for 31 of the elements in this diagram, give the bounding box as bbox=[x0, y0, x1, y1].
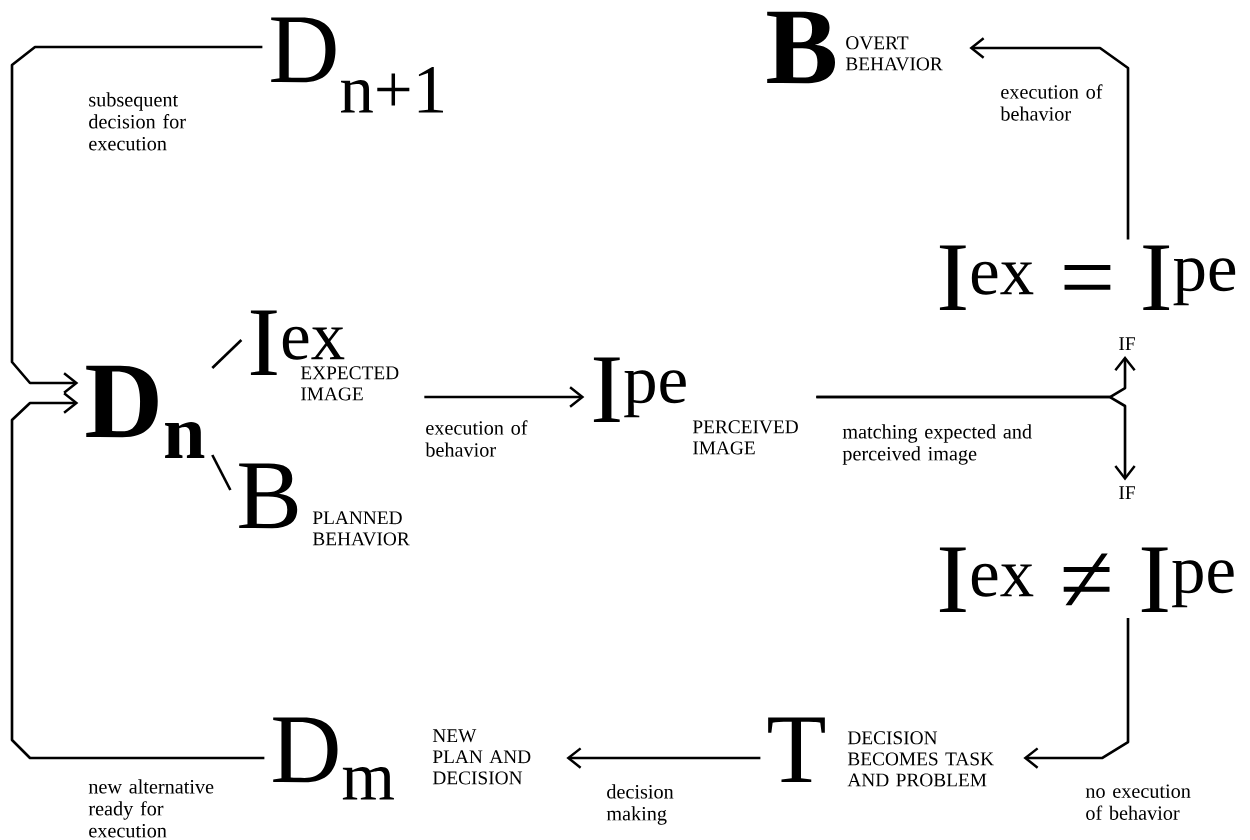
edge-label: execution of behavior bbox=[1000, 84, 1103, 121]
arrow bbox=[10, 392, 265, 760]
caption-text: EXPECTED IMAGE bbox=[300, 366, 399, 401]
caption-text: NEW PLAN AND DECISION bbox=[432, 729, 531, 785]
arrow bbox=[1023, 618, 1130, 769]
edge-label: no execution of behavior bbox=[1085, 784, 1191, 820]
caption-text: OVERT BEHAVIOR bbox=[845, 36, 943, 71]
symbol: I$^{ex}$ ≠ I$^{pe}$ bbox=[939, 547, 1234, 612]
symbol: B bbox=[239, 463, 298, 529]
caption-text: IF bbox=[1119, 486, 1135, 499]
symbol: D$_{n+1}$ bbox=[271, 17, 443, 113]
arrow bbox=[424, 386, 585, 408]
caption-text: IF bbox=[1119, 337, 1135, 350]
arrow bbox=[10, 45, 263, 394]
caption-text: DECISION BECOMES TASK AND PROBLEM bbox=[847, 731, 994, 787]
symbol: I$^{ex}$ = I$^{pe}$ bbox=[939, 245, 1236, 310]
edge-label: matching expected and perceived image bbox=[842, 424, 1032, 465]
edge-label: new alternative ready for execution bbox=[88, 779, 214, 838]
arrow bbox=[566, 747, 761, 769]
caption-text: PLANNED BEHAVIOR bbox=[312, 511, 410, 546]
symbol: B bbox=[767, 11, 835, 84]
symbol: D$_{m}$ bbox=[273, 717, 394, 800]
caption-text: PERCEIVED IMAGE bbox=[692, 420, 798, 455]
edge-label: execution of behavior bbox=[425, 420, 528, 457]
symbol: T bbox=[768, 717, 825, 782]
edge-label: decision making bbox=[606, 784, 674, 825]
arrow bbox=[969, 37, 1130, 240]
arrow bbox=[816, 395, 1136, 481]
symbol: I$^{pe}$ bbox=[593, 357, 686, 422]
symbol: D$_{n}$ bbox=[86, 365, 205, 458]
edge-label: subsequent decision for execution bbox=[89, 92, 186, 151]
